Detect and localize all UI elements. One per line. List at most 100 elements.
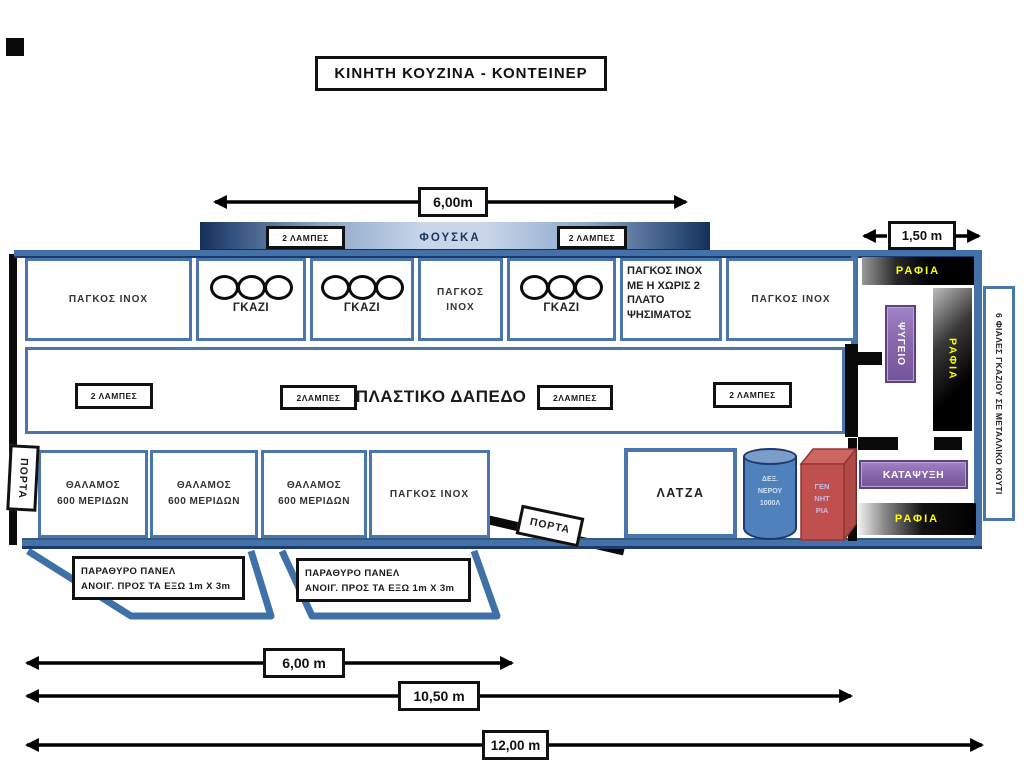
plastic-floor-area xyxy=(25,347,845,434)
burner-icon xyxy=(574,275,603,300)
gas-unit-1-burners xyxy=(199,275,303,300)
gas-unit-2-burners xyxy=(313,275,411,300)
fridge-label: ΨΥΓΕΙΟ xyxy=(895,322,906,366)
hood-lamps-right: 2 ΛΑΜΠΕΣ xyxy=(557,226,627,249)
bottom-dimension-label-12m: 12,00 m xyxy=(482,730,549,760)
gas-bottles-box-label: 6 ΦΙΑΛΕΣ ΓΚΑΖΙΟΥ ΣΕ ΜΕΤΑΛΛΙΚΟ ΚΟΥΤΙ xyxy=(994,312,1004,495)
chamber-1-line2: 600 ΜΕΡΙΔΩΝ xyxy=(57,496,129,507)
hood-label-text: ΦΟΥΣΚΑ xyxy=(419,231,481,244)
bottom-dimension-label-10-5m: 10,50 m xyxy=(398,681,480,711)
hood-label: ΦΟΥΣΚΑ xyxy=(390,227,510,248)
chamber-2-line2: 600 ΜΕΡΙΔΩΝ xyxy=(168,496,240,507)
container-bottom-wall xyxy=(22,538,982,549)
hood-lamps-left: 2 ΛΑΜΠΕΣ xyxy=(266,226,345,249)
bottom-dimension-10-5m-value: 10,50 m xyxy=(413,688,465,704)
bench-grill-line1: ΠΑΓΚΟΣ ΙΝΟΧ xyxy=(627,265,703,277)
bench-inox-3: ΠΑΓΚΟΣ ΙΝΟΧ xyxy=(726,258,856,341)
window-panel-2-line2: ΑΝΟΙΓ. ΠΡΟΣ ΤΑ ΕΞΩ 1m X 3m xyxy=(305,583,455,594)
sink-latza-label: ΛΑΤΖΑ xyxy=(656,486,705,500)
bench-grill-line3: ΠΛΑΤΟ xyxy=(627,294,665,306)
annex-dimension-value: 1,50 m xyxy=(901,228,943,243)
gas-unit-2: ΓΚΑΖΙ xyxy=(310,258,414,341)
shelf-top-label-holder: ΡΑΦΙΑ xyxy=(862,257,974,285)
generator-line2: ΝΗΤ xyxy=(814,494,830,503)
bench-inox-1-label: ΠΑΓΚΟΣ ΙΝΟΧ xyxy=(68,294,149,305)
chamber-1-line1: ΘΑΛΑΜΟΣ xyxy=(65,480,121,491)
floor-lamps-4: 2 ΛΑΜΠΕΣ xyxy=(713,382,792,408)
bench-inox-bottom: ΠΑΓΚΟΣ ΙΝΟΧ xyxy=(369,450,490,538)
window-panel-1-label: ΠΑΡΑΘΥΡΟ ΠΑΝΕΛ ΑΝΟΙΓ. ΠΡΟΣ ΤΑ ΕΞΩ 1m X 3… xyxy=(72,556,245,600)
shelf-vertical: ΡΑΦΙΑ xyxy=(933,288,972,431)
generator-line3: ΡΙΑ xyxy=(816,506,829,515)
bottom-dimension-12m-value: 12,00 m xyxy=(490,737,541,753)
window-panel-2-label: ΠΑΡΑΘΥΡΟ ΠΑΝΕΛ ΑΝΟΙΓ. ΠΡΟΣ ΤΑ ΕΞΩ 1m X 3… xyxy=(296,558,471,602)
floor-lamps-1: 2 ΛΑΜΠΕΣ xyxy=(75,383,153,409)
chamber-600-3: ΘΑΛΑΜΟΣ 600 ΜΕΡΙΔΩΝ xyxy=(261,450,367,538)
shelf-vertical-label: ΡΑΦΙΑ xyxy=(946,338,959,381)
window-panel-2-line1: ΠΑΡΑΘΥΡΟ ΠΑΝΕΛ xyxy=(305,568,400,579)
plastic-floor-label: ΠΛΑΣΤΙΚΟ ΔΑΠΕΔΟ xyxy=(356,385,526,408)
burner-icon xyxy=(236,275,266,300)
bench-grill-line4: ΨΗΣΙΜΑΤΟΣ xyxy=(627,308,692,321)
burner-icon xyxy=(520,275,549,300)
bench-inox-3-label: ΠΑΓΚΟΣ ΙΝΟΧ xyxy=(751,294,831,305)
page-title-text: ΚΙΝΗΤΗ ΚΟΥΖΙΝΑ - ΚΟΝΤΕΙΝΕΡ xyxy=(334,65,588,82)
water-tank-line1: ΔΕΞ. xyxy=(761,476,779,483)
bench-grill-line2: ΜΕ Η ΧΩΡΙΣ 2 xyxy=(627,279,700,292)
burner-icon xyxy=(320,275,350,300)
bottom-dimension-6m-value: 6,00 m xyxy=(282,655,326,671)
floor-lamps-3: 2ΛΑΜΠΕΣ xyxy=(537,385,613,410)
plastic-floor-label-text: ΠΛΑΣΤΙΚΟ ΔΑΠΕΔΟ xyxy=(355,386,527,406)
bottom-door-label-text: ΠΟΡΤΑ xyxy=(528,515,572,537)
bench-inox-1: ΠΑΓΚΟΣ ΙΝΟΧ xyxy=(25,258,192,341)
fridge: ΨΥΓΕΙΟ xyxy=(885,305,916,383)
window-panel-1-line2: ΑΝΟΙΓ. ΠΡΟΣ ΤΑ ΕΞΩ 1m X 3m xyxy=(81,581,231,592)
burner-icon xyxy=(209,275,239,300)
bench-inox-2: ΠΑΓΚΟΣ ΙΝΟΧ xyxy=(418,258,503,341)
shelf-bottom: ΡΑΦΙΑ xyxy=(858,503,976,535)
shelf-top xyxy=(862,257,974,285)
window-panel-1-line1: ΠΑΡΑΘΥΡΟ ΠΑΝΕΛ xyxy=(81,566,176,577)
sink-latza: ΛΑΤΖΑ xyxy=(624,448,737,538)
generator-unit: ΓΕΝ ΝΗΤ ΡΙΑ xyxy=(799,446,858,543)
gas-unit-3-burners xyxy=(510,275,613,300)
burner-icon xyxy=(347,275,377,300)
hood-lamps-left-text: 2 ΛΑΜΠΕΣ xyxy=(282,232,329,243)
annex-mid-wall-segment-2 xyxy=(934,437,962,450)
bottom-dimension-label-6m: 6,00 m xyxy=(263,648,345,678)
gas-unit-1: ΓΚΑΖΙ xyxy=(196,258,306,341)
bench-inox-2-label: ΠΑΓΚΟΣ ΙΝΟΧ xyxy=(437,286,484,313)
chamber-600-1: ΘΑΛΑΜΟΣ 600 ΜΕΡΙΔΩΝ xyxy=(38,450,148,538)
left-door-label-text: ΠΟΡΤΑ xyxy=(15,457,31,499)
chamber-2-line1: ΘΑΛΑΜΟΣ xyxy=(176,480,232,491)
gas-unit-3: ΓΚΑΖΙ xyxy=(507,258,616,341)
floor-lamps-3-text: 2ΛΑΜΠΕΣ xyxy=(552,392,598,403)
left-door-label: ΠΟΡΤΑ xyxy=(6,444,40,512)
annex-mid-wall-segment-1 xyxy=(858,437,898,450)
chamber-3-line1: ΘΑΛΑΜΟΣ xyxy=(286,480,342,491)
gas-unit-2-label: ΓΚΑΖΙ xyxy=(343,302,381,314)
hood-dimension-label: 6,00m xyxy=(418,187,488,217)
floor-lamps-2: 2ΛΑΜΠΕΣ xyxy=(280,385,357,410)
floor-lamps-2-text: 2ΛΑΜΠΕΣ xyxy=(296,392,341,403)
gas-unit-1-label: ΓΚΑΖΙ xyxy=(232,302,270,314)
floor-lamps-4-text: 2 ΛΑΜΠΕΣ xyxy=(729,390,776,400)
corner-mark xyxy=(6,38,24,56)
burner-icon xyxy=(263,275,293,300)
shelf-bottom-label: ΡΑΦΙΑ xyxy=(894,513,940,525)
burner-icon xyxy=(374,275,404,300)
bench-inox-grill: ΠΑΓΚΟΣ ΙΝΟΧ ΜΕ Η ΧΩΡΙΣ 2 ΠΛΑΤΟ ΨΗΣΙΜΑΤΟΣ xyxy=(620,258,722,341)
hood-dimension-value: 6,00m xyxy=(433,194,473,210)
water-tank: ΔΕΞ. ΝΕΡΟΥ 1000Λ xyxy=(743,448,797,540)
bench-inox-bottom-label: ΠΑΓΚΟΣ ΙΝΟΧ xyxy=(389,488,470,500)
chamber-600-2: ΘΑΛΑΜΟΣ 600 ΜΕΡΙΔΩΝ xyxy=(150,450,258,538)
freezer-label: ΚΑΤΑΨΥΞΗ xyxy=(882,468,945,481)
generator-line1: ΓΕΝ xyxy=(815,482,830,491)
floor-right-wall xyxy=(845,344,858,437)
burner-icon xyxy=(547,275,576,300)
annex-dimension-label: 1,50 m xyxy=(888,221,956,250)
water-tank-line2: ΝΕΡΟΥ xyxy=(757,488,783,495)
gas-unit-3-label: ΓΚΑΖΙ xyxy=(543,302,580,314)
annex-left-wall-stub xyxy=(854,352,882,365)
